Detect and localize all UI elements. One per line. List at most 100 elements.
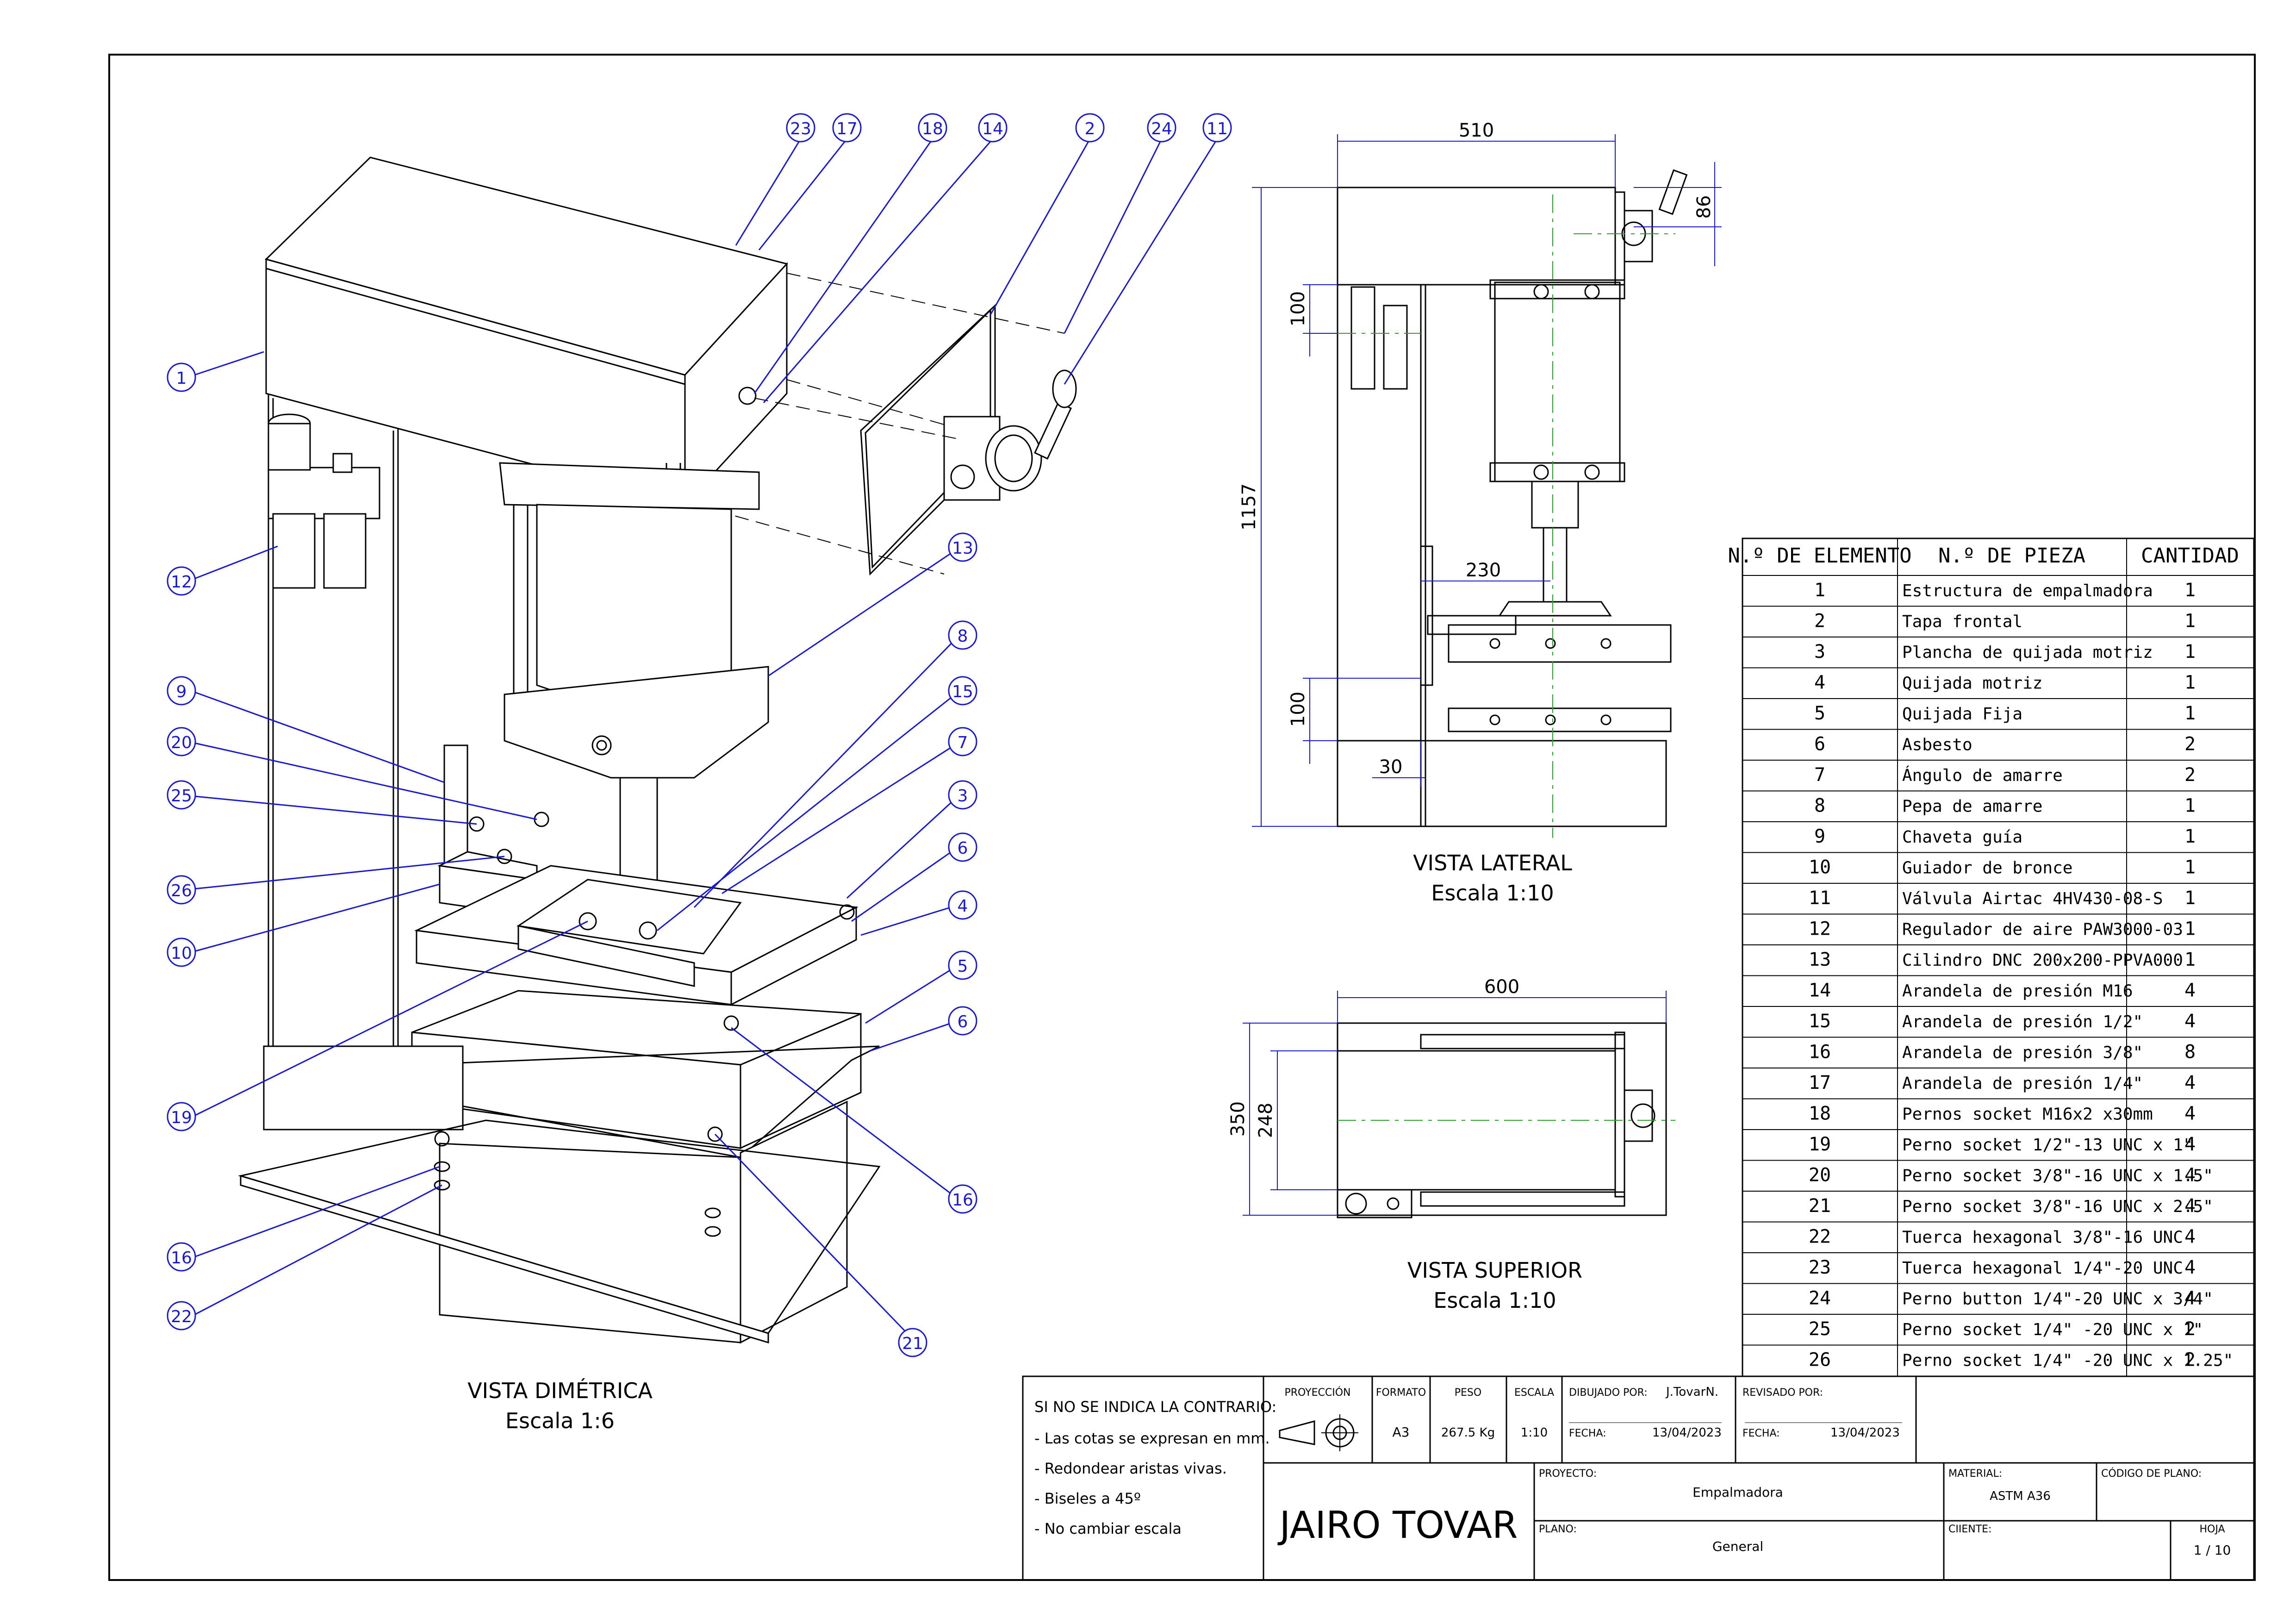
balloon-26: 26 xyxy=(167,856,505,905)
table-cell-qty: 4 xyxy=(2184,1226,2196,1248)
table-cell-element: 19 xyxy=(1809,1134,1831,1155)
table-cell-part: Arandela de presión 1/4" xyxy=(1902,1074,2143,1093)
superior-scale: Escala 1:10 xyxy=(1433,1288,1556,1313)
svg-text:10: 10 xyxy=(171,944,192,963)
table-cell-qty: 4 xyxy=(2184,1011,2196,1032)
table-cell-element: 9 xyxy=(1814,826,1825,847)
table-cell-qty: 1 xyxy=(2184,641,2196,662)
balloon-21: 21 xyxy=(714,1133,927,1357)
label-peso: PESO xyxy=(1455,1387,1481,1399)
value-proyecto: Empalmadora xyxy=(1692,1485,1783,1500)
superior-dimensions xyxy=(1243,991,1667,1216)
svg-text:11: 11 xyxy=(1207,119,1228,138)
dim-600: 600 xyxy=(1484,976,1519,998)
balloon-18: 18 xyxy=(753,113,947,394)
label-escala: ESCALA xyxy=(1514,1387,1554,1399)
balloon-4: 4 xyxy=(860,890,977,936)
table-cell-part: Arandela de presión 3/8" xyxy=(1902,1043,2143,1062)
table-cell-part: Quijada Fija xyxy=(1902,705,2022,724)
value-escala: 1:10 xyxy=(1521,1426,1548,1440)
balloons: 23 17 18 14 2 24 11 1 12 13 8 9 20 15 7 … xyxy=(167,113,1232,1357)
table-cell-part: Pepa de amarre xyxy=(1902,797,2042,816)
author-name: JAIRO TOVAR xyxy=(1277,1504,1518,1547)
svg-text:19: 19 xyxy=(171,1108,192,1127)
table-cell-qty: 1 xyxy=(2184,703,2196,724)
table-cell-element: 20 xyxy=(1809,1165,1831,1186)
dim-230: 230 xyxy=(1466,560,1501,581)
note-4: - No cambiar escala xyxy=(1034,1520,1182,1537)
svg-text:26: 26 xyxy=(171,881,192,900)
table-header-qty: CANTIDAD xyxy=(2141,544,2239,568)
table-cell-qty: 4 xyxy=(2184,1072,2196,1093)
table-cell-element: 10 xyxy=(1809,857,1831,878)
table-cell-part: Válvula Airtac 4HV430-08-S xyxy=(1902,889,2163,908)
value-peso: 267.5 Kg xyxy=(1441,1426,1495,1440)
table-cell-part: Quijada motriz xyxy=(1902,674,2042,693)
table-cell-qty: 1 xyxy=(2184,857,2196,878)
table-cell-part: Perno socket 1/4" -20 UNC x 1.25" xyxy=(1902,1351,2233,1370)
dim-100b: 100 xyxy=(1288,692,1309,727)
table-cell-element: 26 xyxy=(1809,1349,1831,1371)
svg-text:8: 8 xyxy=(958,627,968,646)
table-cell-element: 24 xyxy=(1809,1288,1831,1309)
value-dibujado: J.TovarN. xyxy=(1665,1385,1718,1399)
table-cell-part: Perno socket 1/2"-13 UNC x 1" xyxy=(1902,1136,2193,1155)
svg-text:15: 15 xyxy=(952,682,973,701)
dim-1157: 1157 xyxy=(1238,483,1260,531)
value-fecha1: 13/04/2023 xyxy=(1652,1426,1722,1440)
balloon-7: 7 xyxy=(722,727,977,894)
svg-text:5: 5 xyxy=(958,957,968,976)
balloon-13: 13 xyxy=(768,532,977,677)
table-cell-qty: 1 xyxy=(2184,611,2196,632)
balloon-3: 3 xyxy=(846,780,977,899)
table-cell-part: Pernos socket M16x2 x30mm xyxy=(1902,1105,2153,1124)
balloon-12: 12 xyxy=(167,545,278,596)
table-cell-element: 11 xyxy=(1809,887,1831,909)
svg-text:7: 7 xyxy=(958,733,968,752)
svg-text:17: 17 xyxy=(836,119,858,138)
svg-text:13: 13 xyxy=(952,539,973,558)
table-cell-part: Perno socket 3/8"-16 UNC x 1.5" xyxy=(1902,1167,2213,1186)
table-cell-element: 2 xyxy=(1814,611,1825,632)
svg-text:14: 14 xyxy=(982,119,1003,138)
label-cliente: CIIENTE: xyxy=(1948,1524,1991,1535)
table-cell-qty: 1 xyxy=(2184,826,2196,847)
table-cell-element: 12 xyxy=(1809,918,1831,940)
table-cell-part: Estructura de empalmadora xyxy=(1902,581,2153,600)
value-material: ASTM A36 xyxy=(1990,1489,2051,1503)
table-cell-part: Cilindro DNC 200x200-PPVA000 xyxy=(1902,951,2183,970)
table-cell-part: Perno socket 3/8"-16 UNC x 2.5" xyxy=(1902,1197,2213,1216)
table-cell-element: 23 xyxy=(1809,1257,1831,1278)
balloon-23: 23 xyxy=(735,113,815,246)
svg-text:6: 6 xyxy=(958,839,968,858)
value-formato: A3 xyxy=(1393,1424,1410,1440)
lateral-dim-text: 510 1157 86 100 100 230 30 xyxy=(1238,120,1715,778)
balloon-16a: 16 xyxy=(731,1027,977,1214)
table-cell-element: 15 xyxy=(1809,1011,1831,1032)
svg-text:6: 6 xyxy=(958,1012,968,1031)
svg-text:18: 18 xyxy=(922,119,943,138)
dim-100a: 100 xyxy=(1288,291,1309,326)
dim-248: 248 xyxy=(1255,1103,1276,1138)
value-fecha2: 13/04/2023 xyxy=(1830,1426,1900,1440)
table-cell-element: 4 xyxy=(1814,672,1825,693)
value-plano: General xyxy=(1712,1539,1763,1554)
table-cell-qty: 4 xyxy=(2184,1288,2196,1309)
value-hoja: 1 / 10 xyxy=(2194,1543,2231,1558)
balloon-16b: 16 xyxy=(167,1166,440,1272)
table-cell-qty: 4 xyxy=(2184,1195,2196,1217)
balloon-15: 15 xyxy=(657,676,977,931)
lateral-scale: Escala 1:10 xyxy=(1431,881,1554,906)
lateral-centerlines xyxy=(1338,194,1675,838)
lateral-title: VISTA LATERAL xyxy=(1413,850,1572,875)
table-cell-element: 16 xyxy=(1809,1042,1831,1063)
label-material: MATERIAL: xyxy=(1948,1468,2002,1480)
svg-text:24: 24 xyxy=(1151,119,1172,138)
balloon-22: 22 xyxy=(167,1184,442,1330)
balloon-2: 2 xyxy=(989,113,1105,315)
table-cell-element: 21 xyxy=(1809,1195,1831,1217)
table-cell-qty: 4 xyxy=(2184,980,2196,1001)
dim-86: 86 xyxy=(1693,195,1715,219)
